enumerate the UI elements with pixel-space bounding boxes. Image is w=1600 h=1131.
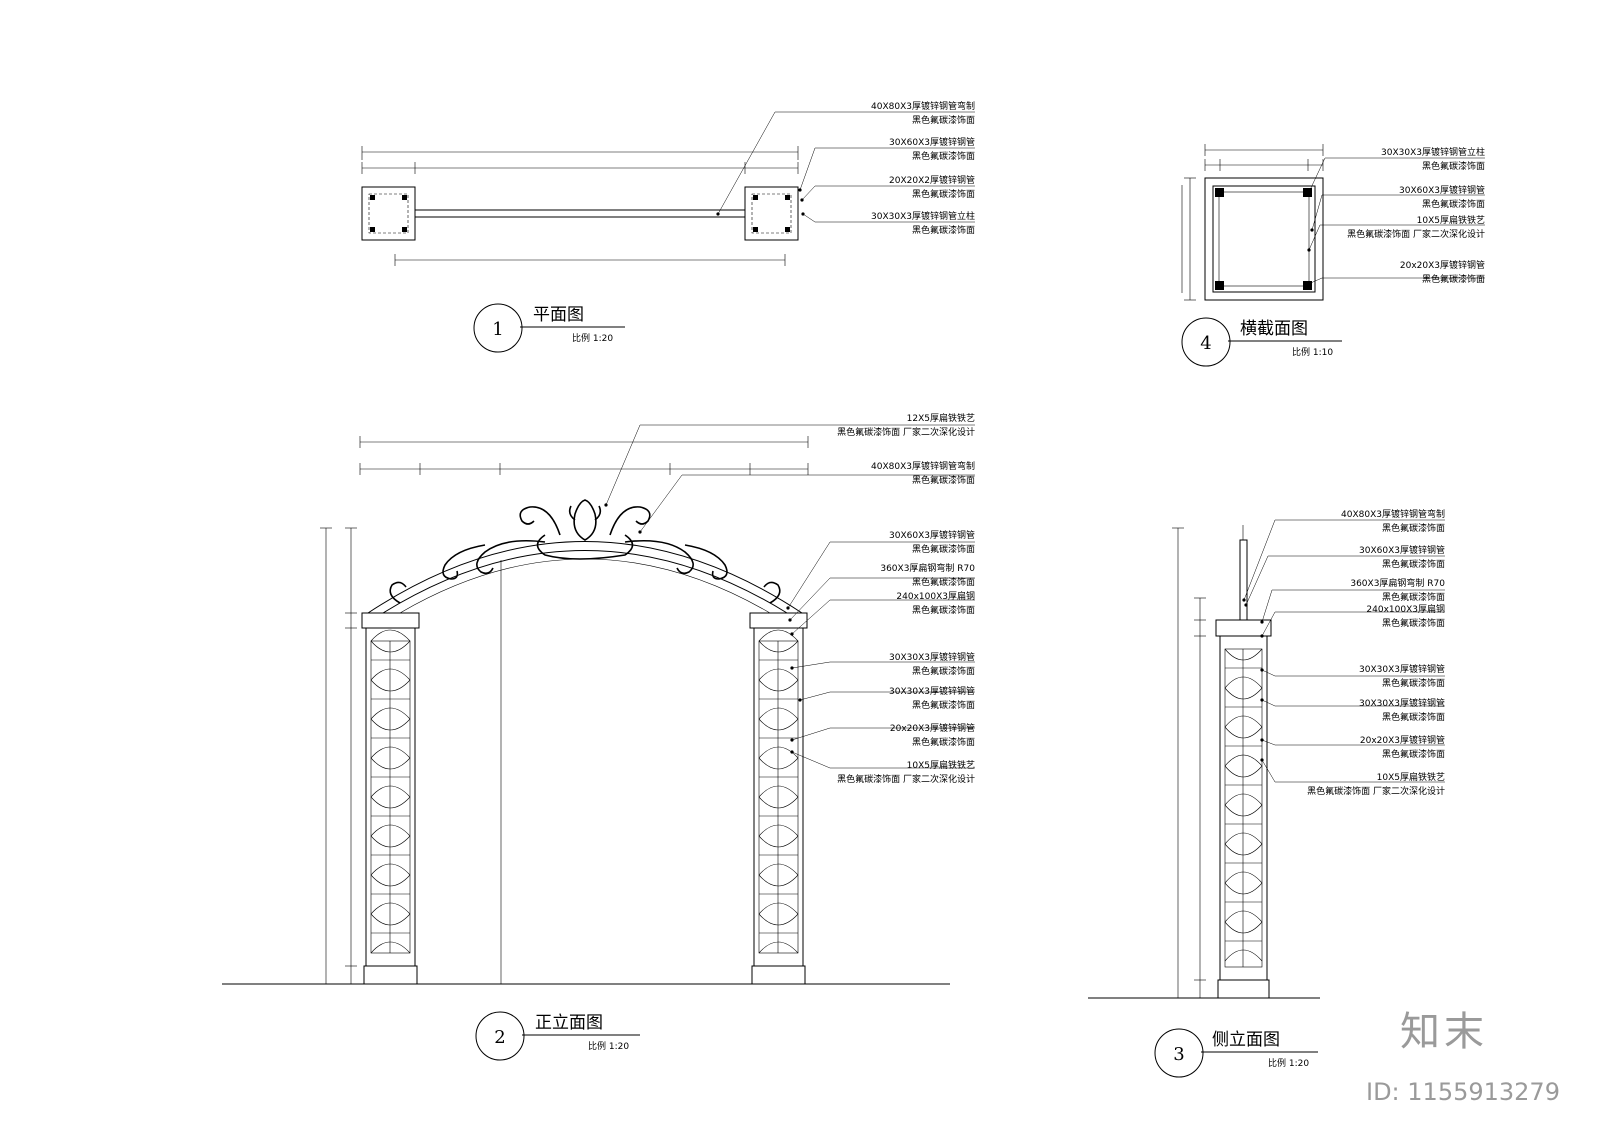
side-label-6b: 黑色氟碳漆饰面 (1382, 711, 1445, 723)
front-side-label-6a: 20x20X3厚镀锌钢管 (890, 722, 975, 734)
side-label-4b: 黑色氟碳漆饰面 (1382, 617, 1445, 629)
side-label-1a: 40X80X3厚镀锌钢管弯制 (1341, 508, 1445, 520)
side-label-7b: 黑色氟碳漆饰面 (1382, 748, 1445, 760)
front-view-number-circle (475, 1011, 525, 1061)
front-side-label-2b: 黑色氟碳漆饰面 (912, 576, 975, 588)
section-label-2a: 30X60X3厚镀锌钢管 (1399, 184, 1485, 196)
side-view-scale: 比例 1:20 (1268, 1057, 1309, 1069)
plan-view-number: 1 (492, 319, 503, 340)
plan-label-1b: 黑色氟碳漆饰面 (912, 114, 975, 126)
side-label-6a: 30X30X3厚镀锌钢管 (1359, 697, 1445, 709)
section-view-scale: 比例 1:10 (1292, 346, 1333, 358)
front-view-scale: 比例 1:20 (588, 1040, 629, 1052)
plan-view: 40X80X3厚镀锌钢管弯制 黑色氟碳漆饰面 30X60X3厚镀锌钢管 黑色氟碳… (361, 100, 975, 353)
plan-label-4a: 30X30X3厚镀锌钢管立柱 (871, 210, 975, 222)
section-label-3b: 黑色氟碳漆饰面 厂家二次深化设计 (1347, 228, 1485, 240)
side-label-8a: 10X5厚扁铁铁艺 (1377, 771, 1445, 783)
side-view-number-circle (1154, 1028, 1204, 1078)
front-view-title: 正立面图 (535, 1013, 603, 1033)
side-label-5a: 30X30X3厚镀锌钢管 (1359, 663, 1445, 675)
side-label-4a: 240x100X3厚扁钢 (1366, 603, 1445, 615)
watermark-brand: 知末 (1400, 1009, 1488, 1055)
side-view-title: 侧立面图 (1212, 1030, 1280, 1050)
plan-label-4b: 黑色氟碳漆饰面 (912, 224, 975, 236)
section-view-title: 横截面图 (1240, 319, 1308, 339)
watermark-id: ID: 1155913279 (1366, 1078, 1560, 1106)
section-label-4a: 20x20X3厚镀锌钢管 (1400, 259, 1485, 271)
front-side-label-3a: 240x100X3厚扁钢 (896, 590, 975, 602)
front-side-label-7b: 黑色氟碳漆饰面 厂家二次深化设计 (837, 773, 975, 785)
front-side-label-1b: 黑色氟碳漆饰面 (912, 543, 975, 555)
section-view-number-circle (1181, 317, 1231, 367)
front-top-label-1b: 黑色氟碳漆饰面 厂家二次深化设计 (837, 426, 975, 438)
front-side-label-7a: 10X5厚扁铁铁艺 (907, 759, 975, 771)
side-label-7a: 20x20X3厚镀锌钢管 (1360, 734, 1445, 746)
section-label-1a: 30X30X3厚镀锌钢管立柱 (1381, 146, 1485, 158)
front-side-label-5b: 黑色氟碳漆饰面 (912, 699, 975, 711)
front-side-label-6b: 黑色氟碳漆饰面 (912, 736, 975, 748)
plan-view-scale: 比例 1:20 (572, 332, 613, 344)
side-elevation-view: 40X80X3厚镀锌钢管弯制 黑色氟碳漆饰面 30X60X3厚镀锌钢管 黑色氟碳… (1088, 508, 1445, 1078)
side-label-3b: 黑色氟碳漆饰面 (1382, 591, 1445, 603)
plan-label-3a: 20X20X2厚镀锌钢管 (889, 174, 975, 186)
front-side-label-4a: 30X30X3厚镀锌钢管 (889, 651, 975, 663)
section-label-4b: 黑色氟碳漆饰面 (1422, 273, 1485, 285)
side-label-8b: 黑色氟碳漆饰面 厂家二次深化设计 (1307, 785, 1445, 797)
plan-label-2a: 30X60X3厚镀锌钢管 (889, 136, 975, 148)
side-view-number: 3 (1173, 1044, 1184, 1065)
front-top-label-2a: 40X80X3厚镀锌钢管弯制 (871, 460, 975, 472)
plan-label-1a: 40X80X3厚镀锌钢管弯制 (871, 100, 975, 112)
side-label-2a: 30X60X3厚镀锌钢管 (1359, 544, 1445, 556)
plan-view-title: 平面图 (533, 305, 584, 325)
section-label-3a: 10X5厚扁铁铁艺 (1417, 214, 1485, 226)
plan-label-3b: 黑色氟碳漆饰面 (912, 188, 975, 200)
cross-section-view: 30X30X3厚镀锌钢管立柱 黑色氟碳漆饰面 30X60X3厚镀锌钢管 黑色氟碳… (1181, 144, 1485, 367)
front-top-label-1a: 12X5厚扁铁铁艺 (907, 412, 975, 424)
section-label-1b: 黑色氟碳漆饰面 (1422, 160, 1485, 172)
front-side-label-3b: 黑色氟碳漆饰面 (912, 604, 975, 616)
front-side-label-5a: 30X30X3厚镀锌钢管 (889, 685, 975, 697)
plan-view-number-circle (473, 303, 523, 353)
watermark: 知末 ID: 1155913279 (1366, 1009, 1560, 1106)
front-side-label-4b: 黑色氟碳漆饰面 (912, 665, 975, 677)
side-label-3a: 360X3厚扁钢弯制 R70 (1350, 577, 1445, 589)
front-elevation-view: 12X5厚扁铁铁艺 黑色氟碳漆饰面 厂家二次深化设计 40X80X3厚镀锌钢管弯… (222, 412, 975, 1061)
side-label-5b: 黑色氟碳漆饰面 (1382, 677, 1445, 689)
front-view-number: 2 (494, 1027, 505, 1048)
front-side-label-2a: 360X3厚扁钢弯制 R70 (880, 562, 975, 574)
section-label-2b: 黑色氟碳漆饰面 (1422, 198, 1485, 210)
side-label-1b: 黑色氟碳漆饰面 (1382, 522, 1445, 534)
side-label-2b: 黑色氟碳漆饰面 (1382, 558, 1445, 570)
section-view-number: 4 (1200, 333, 1211, 354)
front-side-label-1a: 30X60X3厚镀锌钢管 (889, 529, 975, 541)
front-top-label-2b: 黑色氟碳漆饰面 (912, 474, 975, 486)
plan-label-2b: 黑色氟碳漆饰面 (912, 150, 975, 162)
